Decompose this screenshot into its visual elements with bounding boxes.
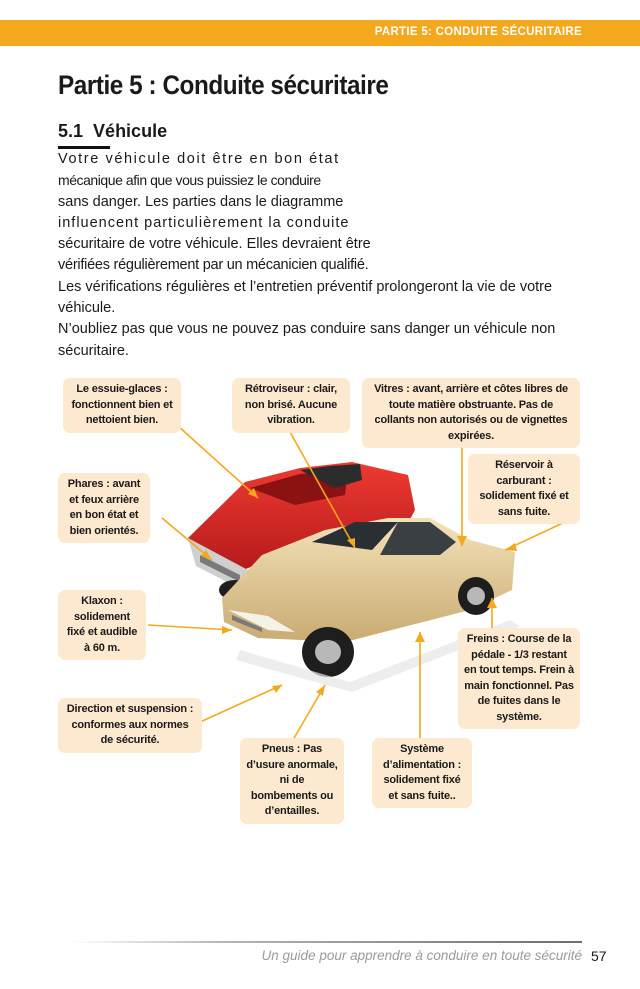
body-line-6: vérifiées régulièrement par un mécanicie… — [58, 257, 369, 274]
callout-tires: Pneus : Pas d’usure anormale, ni de bomb… — [240, 738, 344, 824]
sedan-car — [222, 518, 520, 692]
page-number: 57 — [591, 948, 607, 964]
callout-brakes: Freins : Course de la pédale - 1/3 resta… — [458, 628, 580, 729]
callout-horn: Klaxon : solidement fixé et audible à 60… — [58, 590, 146, 660]
callout-steering: Direction et suspension : conformes aux … — [58, 698, 202, 753]
leader-arrowheads — [201, 488, 517, 696]
callout-windows: Vitres : avant, arrière et côtes libres … — [362, 378, 580, 448]
footer-rule — [70, 941, 582, 943]
page-title: Partie 5 : Conduite sécuritaire — [58, 70, 389, 100]
vehicle-illustration — [147, 425, 566, 746]
body-line-5: sécuritaire de votre véhicule. Elles dev… — [58, 236, 371, 253]
callout-fuel-tank: Réservoir à carburant : solidement fixé … — [468, 454, 580, 524]
callout-mirror: Rétroviseur : clair, non brisé. Aucune v… — [232, 378, 350, 433]
footer-text: Un guide pour apprendre à conduire en to… — [261, 948, 582, 963]
callout-headlights: Phares : avant et feux arrière en bon ét… — [58, 473, 150, 543]
callout-wipers: Le essuie-glaces : fonctionnent bien et … — [63, 378, 181, 433]
body-paragraph-2: Les vérifications régulières et l’entret… — [58, 278, 553, 317]
body-text: Votre véhicule doit être en bon état méc… — [58, 149, 583, 362]
section-heading-rule — [58, 146, 110, 149]
vehicle-diagram: Le essuie-glaces : fonctionnent bien et … — [0, 370, 640, 830]
running-header-title: PARTIE 5: CONDUITE SÉCURITAIRE — [374, 26, 582, 38]
running-header-bar: PARTIE 5: CONDUITE SÉCURITAIRE — [0, 20, 640, 46]
callout-fuel-system: Système d’alimentation : solidement fixé… — [372, 738, 472, 808]
body-line-3: sans danger. Les parties dans le diagram… — [58, 193, 344, 210]
body-line-2: mécanique afin que vous puissiez le cond… — [58, 172, 321, 189]
body-line-1: Votre véhicule doit être en bon état — [58, 151, 340, 167]
section-title: Véhicule — [93, 121, 168, 141]
body-line-4: influencent particulièrement la conduite — [58, 214, 350, 231]
section-heading: 5.1 Véhicule — [58, 121, 167, 142]
section-number: 5.1 — [58, 121, 84, 141]
body-paragraph-3: N’oubliez pas que vous ne pouvez pas con… — [58, 321, 556, 359]
